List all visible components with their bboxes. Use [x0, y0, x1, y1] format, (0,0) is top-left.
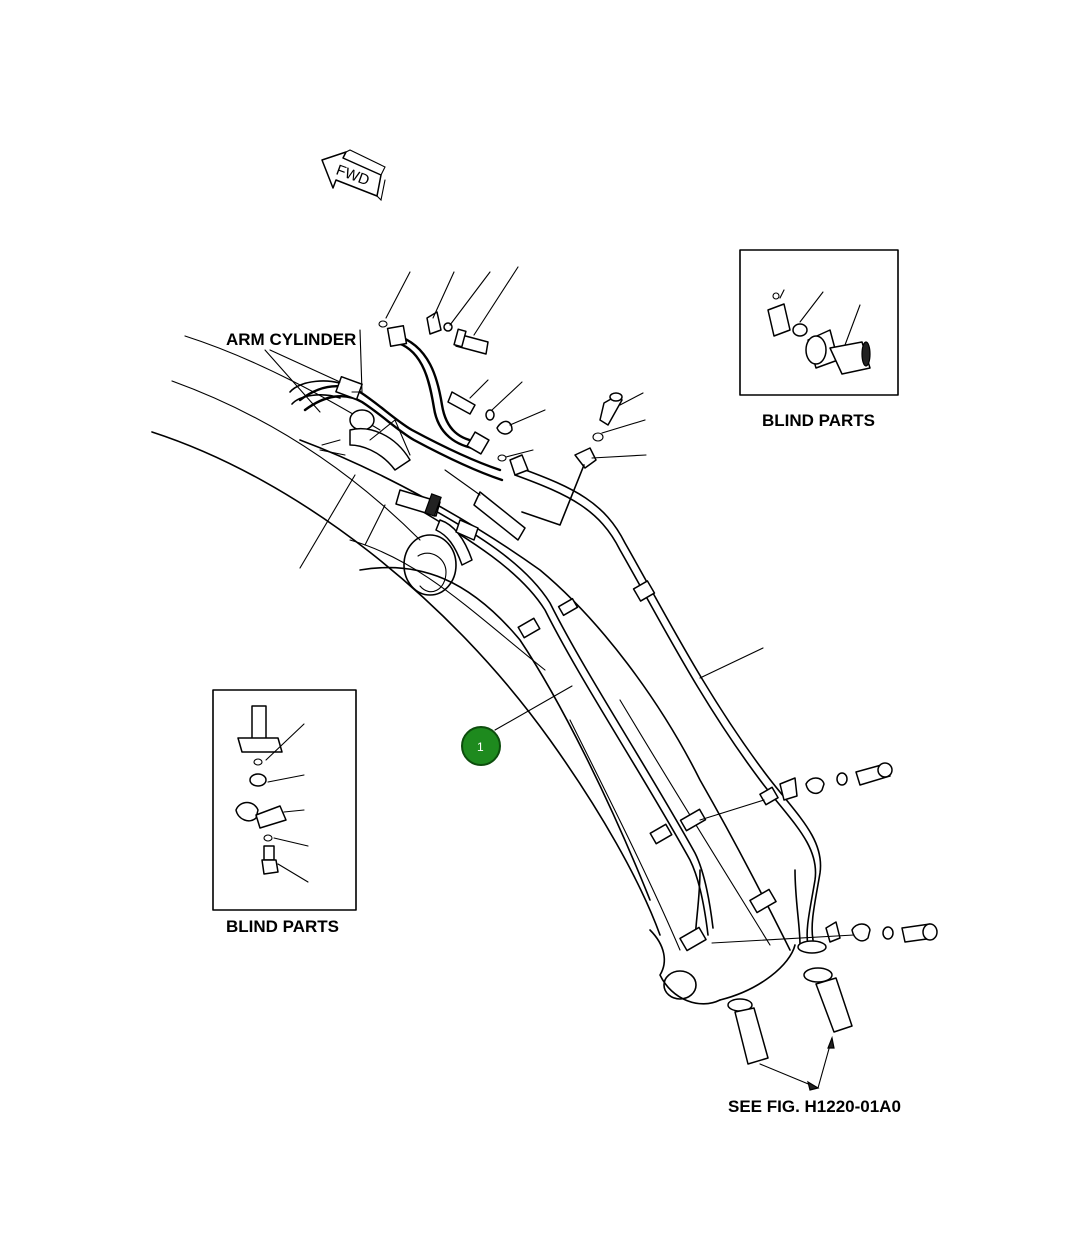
callout-1-leader: [494, 685, 573, 731]
arm-cylinder-label: ARM CYLINDER: [226, 330, 356, 349]
hydraulic-pipes: [419, 467, 822, 946]
blind-parts-box-left: BLIND PARTS: [212, 689, 357, 936]
pipe-clamps: [517, 580, 779, 952]
arm-body: [151, 335, 796, 1005]
callout-marker-1[interactable]: 1: [461, 726, 501, 766]
leader-lines-top: [385, 266, 764, 679]
callout-number: 1: [477, 740, 484, 754]
blind-parts-top-label: BLIND PARTS: [762, 411, 875, 430]
arm-cylinder-callout: ARM CYLINDER: [226, 329, 363, 413]
see-fig-label: SEE FIG. H1220-01A0: [728, 1097, 901, 1116]
arm-cylinder-head: [289, 375, 526, 566]
callout-circle[interactable]: [461, 726, 501, 766]
right-fittings: [699, 762, 938, 954]
top-hose-assembly: [378, 311, 623, 526]
fwd-arrow-icon: FWD: [321, 149, 386, 202]
blind-parts-box-top: BLIND PARTS: [739, 249, 899, 430]
bottom-pipe-ends: SEE FIG. H1220-01A0: [727, 967, 901, 1116]
blind-parts-left-label: BLIND PARTS: [226, 917, 339, 936]
